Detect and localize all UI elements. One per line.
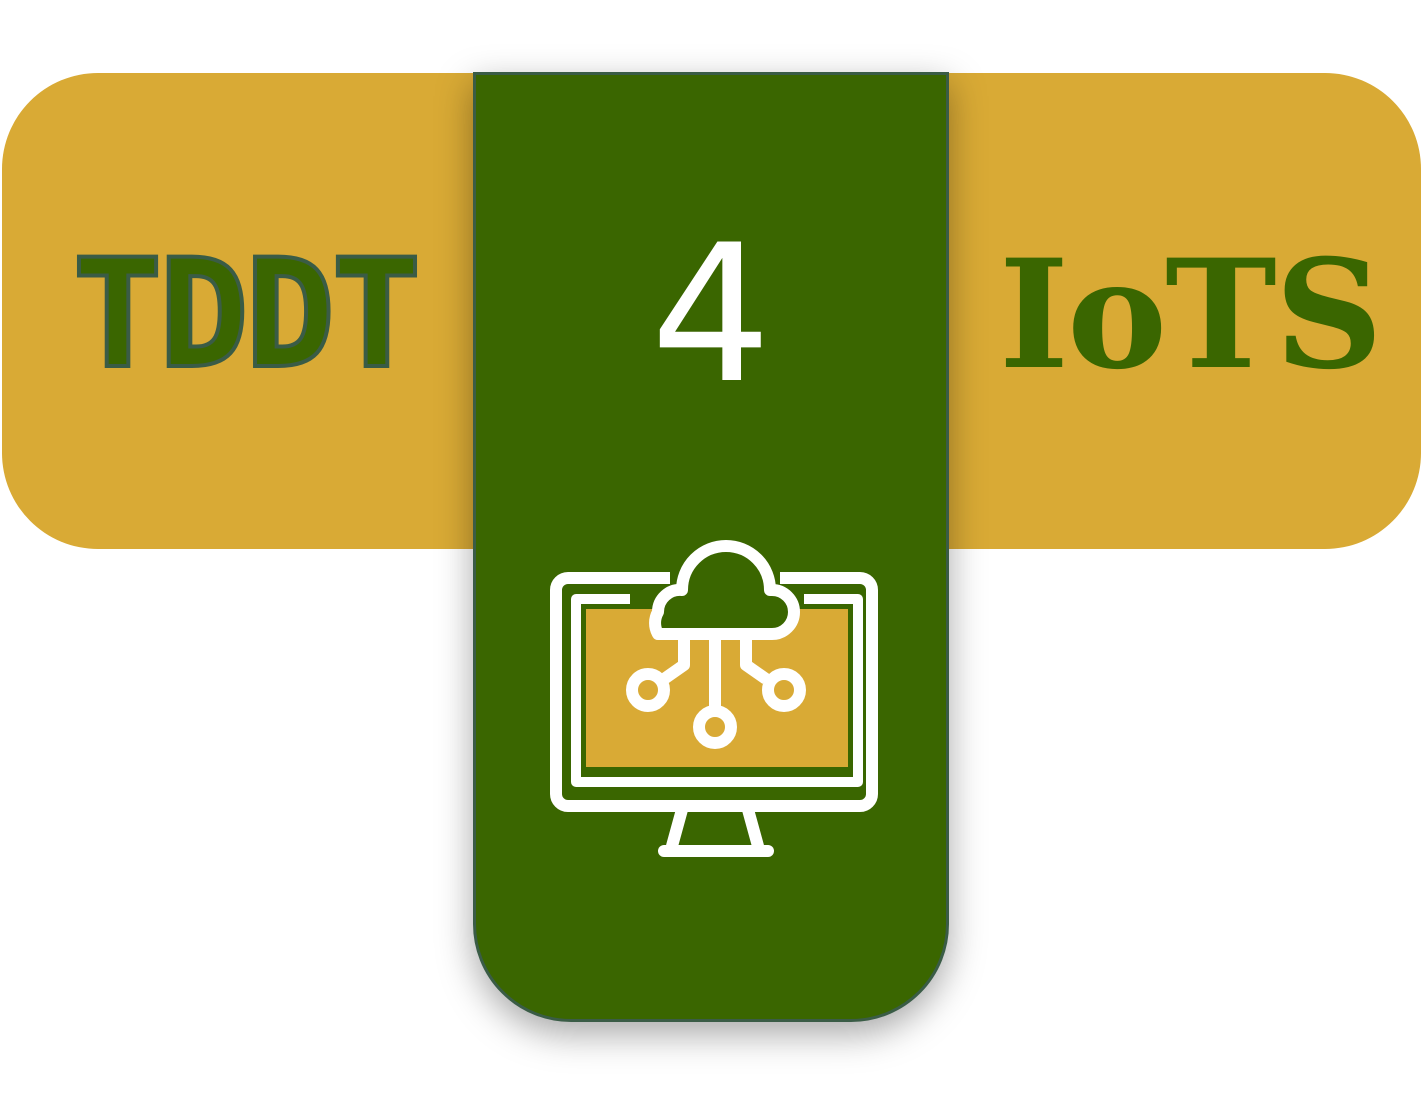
monitor-frame <box>550 572 878 812</box>
left-label: TDDT <box>70 226 423 404</box>
screen-border <box>571 594 863 787</box>
node-left <box>626 668 670 712</box>
circuit-line-right <box>740 634 770 684</box>
step-number: 4 <box>650 204 772 425</box>
node-center <box>693 705 737 749</box>
cloud-shape <box>649 540 800 640</box>
cloud-computer-network-icon <box>540 520 890 870</box>
right-label: IoTS <box>998 227 1383 403</box>
node-right <box>762 668 806 712</box>
monitor-stand <box>666 800 764 852</box>
circuit-line-left <box>660 634 690 684</box>
